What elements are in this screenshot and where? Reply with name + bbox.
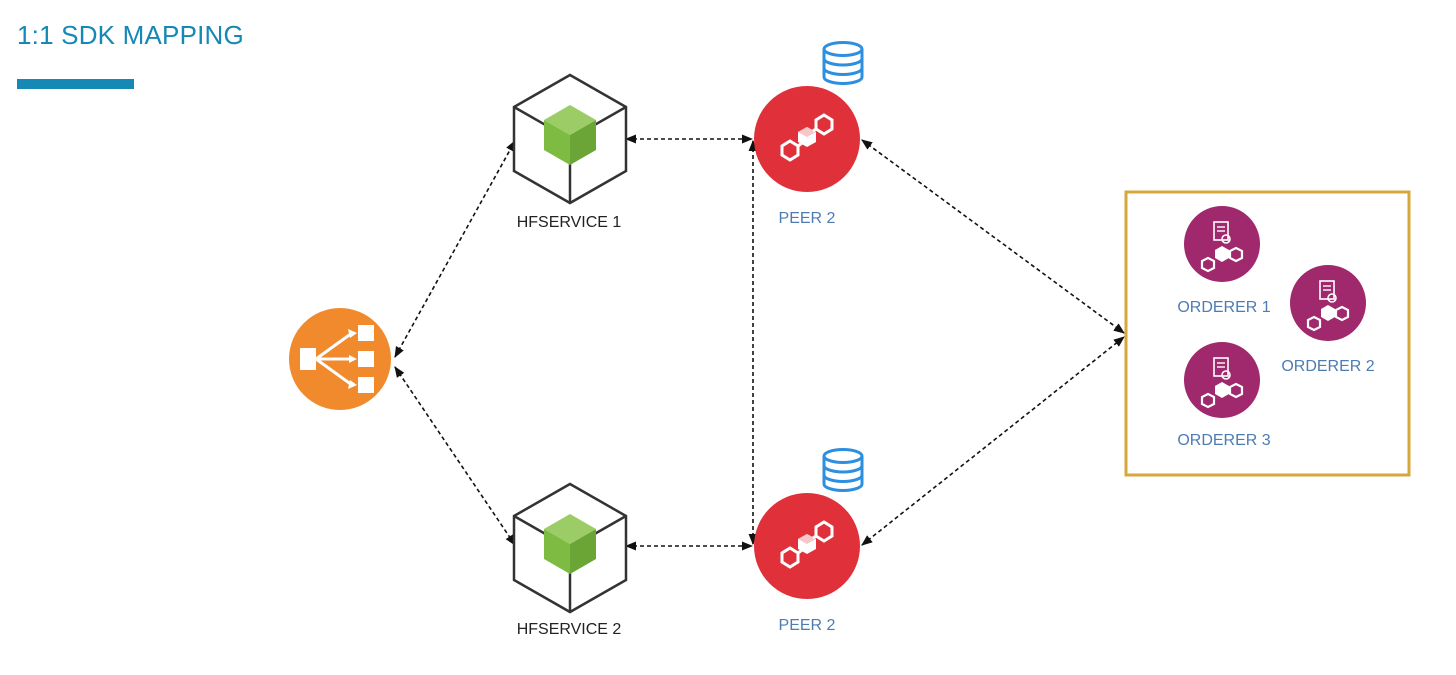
load-balancer-glyph: [300, 325, 374, 393]
hfservice-2-label: HFSERVICE 2: [517, 621, 622, 638]
load-balancer: [289, 308, 391, 410]
orderer-icon: [1290, 265, 1366, 341]
orderer-2-node: ORDERER 2: [1281, 265, 1375, 375]
orderer-icon: [1184, 206, 1260, 282]
hfservice-1-label: HFSERVICE 1: [517, 214, 622, 231]
peer-bottom-label: PEER 2: [779, 617, 836, 634]
orderer-group: ORDERER 1 ORDERER 2 ORDERER 3: [1124, 190, 1411, 477]
database-icon: [822, 448, 864, 492]
peer-bottom-node: PEER 2: [754, 448, 864, 634]
connector-lb-hfservice2: [394, 366, 516, 546]
page-title: 1:1 SDK MAPPING: [17, 20, 244, 50]
orderer-3-label: ORDERER 3: [1177, 432, 1270, 449]
connectors: [394, 134, 1125, 551]
orderer-1-label: ORDERER 1: [1177, 299, 1270, 316]
peer-top-label: PEER 2: [779, 210, 836, 227]
nodejs-cube-icon: [512, 73, 628, 205]
nodejs-cube-icon: [512, 482, 628, 614]
database-icon: [822, 41, 864, 85]
connector-peer-top-orderers: [861, 139, 1125, 334]
connector-peer-bottom-orderers: [861, 336, 1125, 546]
orderer-1-node: ORDERER 1: [1177, 206, 1271, 316]
orderer-2-label: ORDERER 2: [1281, 358, 1374, 375]
orderer-group-border: [1124, 190, 1411, 477]
peer-top-node: PEER 2: [754, 41, 864, 227]
title-underline: [17, 79, 134, 89]
orderer-3-node: ORDERER 3: [1177, 342, 1271, 449]
hfservice-1-node: HFSERVICE 1: [512, 73, 628, 231]
connector-lb-hfservice1: [394, 140, 516, 358]
hfservice-2-node: HFSERVICE 2: [512, 482, 628, 638]
orderer-icon: [1184, 342, 1260, 418]
